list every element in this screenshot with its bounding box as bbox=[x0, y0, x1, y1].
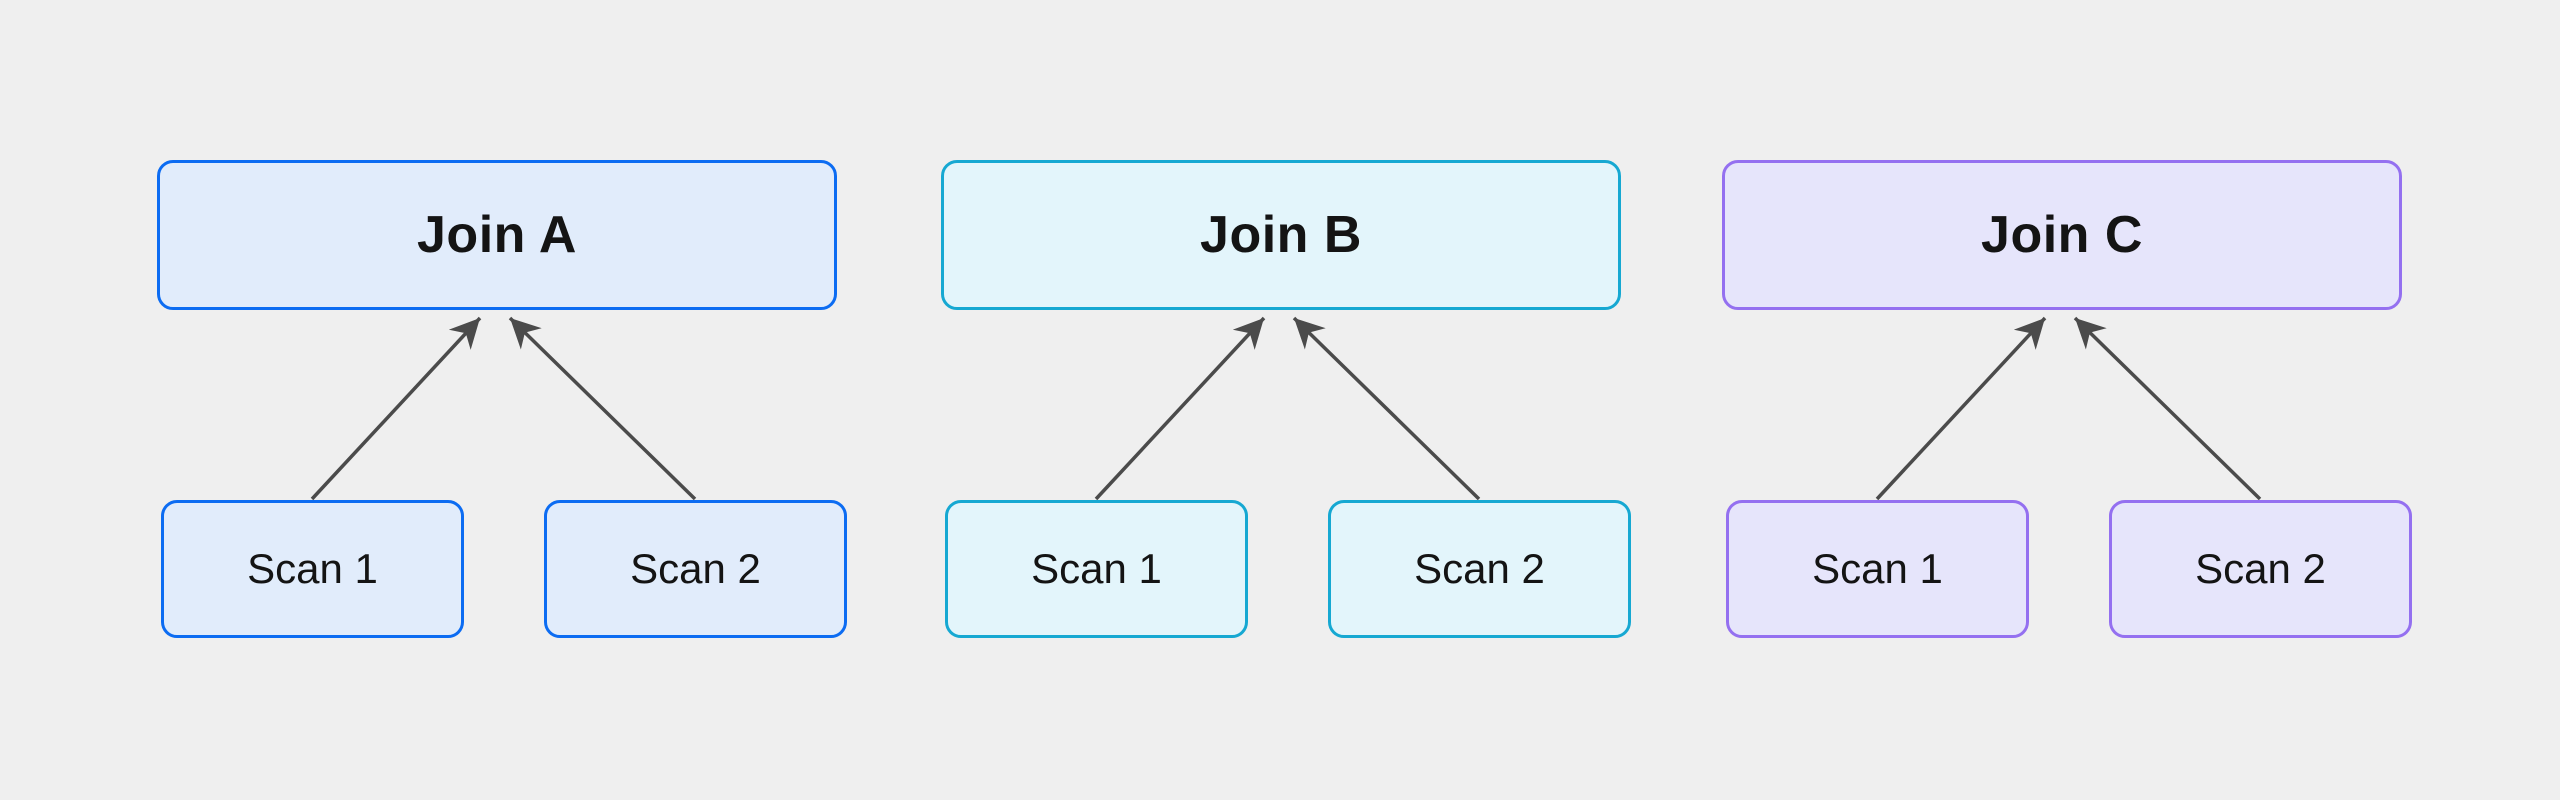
node-scan2-b-label: Scan 2 bbox=[1414, 545, 1545, 592]
node-join-b-label: Join B bbox=[1200, 206, 1362, 264]
node-join-c-label: Join C bbox=[1981, 206, 2143, 264]
node-scan2-b: Scan 2 bbox=[1328, 500, 1631, 638]
plan-group-b: Join B Scan 1 Scan 2 bbox=[941, 0, 1644, 800]
node-scan2-c: Scan 2 bbox=[2109, 500, 2412, 638]
node-scan2-a: Scan 2 bbox=[544, 500, 847, 638]
plan-group-c: Join C Scan 1 Scan 2 bbox=[1722, 0, 2425, 800]
plan-group-a: Join A Scan 1 Scan 2 bbox=[157, 0, 860, 800]
node-join-a-label: Join A bbox=[417, 206, 577, 264]
node-scan2-a-label: Scan 2 bbox=[630, 545, 761, 592]
node-scan1-c-label: Scan 1 bbox=[1812, 545, 1943, 592]
node-scan1-a: Scan 1 bbox=[161, 500, 464, 638]
node-join-a: Join A bbox=[157, 160, 837, 310]
node-join-b: Join B bbox=[941, 160, 1621, 310]
node-scan1-a-label: Scan 1 bbox=[247, 545, 378, 592]
node-scan1-b-label: Scan 1 bbox=[1031, 545, 1162, 592]
node-scan1-c: Scan 1 bbox=[1726, 500, 2029, 638]
node-scan2-c-label: Scan 2 bbox=[2195, 545, 2326, 592]
node-join-c: Join C bbox=[1722, 160, 2402, 310]
node-scan1-b: Scan 1 bbox=[945, 500, 1248, 638]
